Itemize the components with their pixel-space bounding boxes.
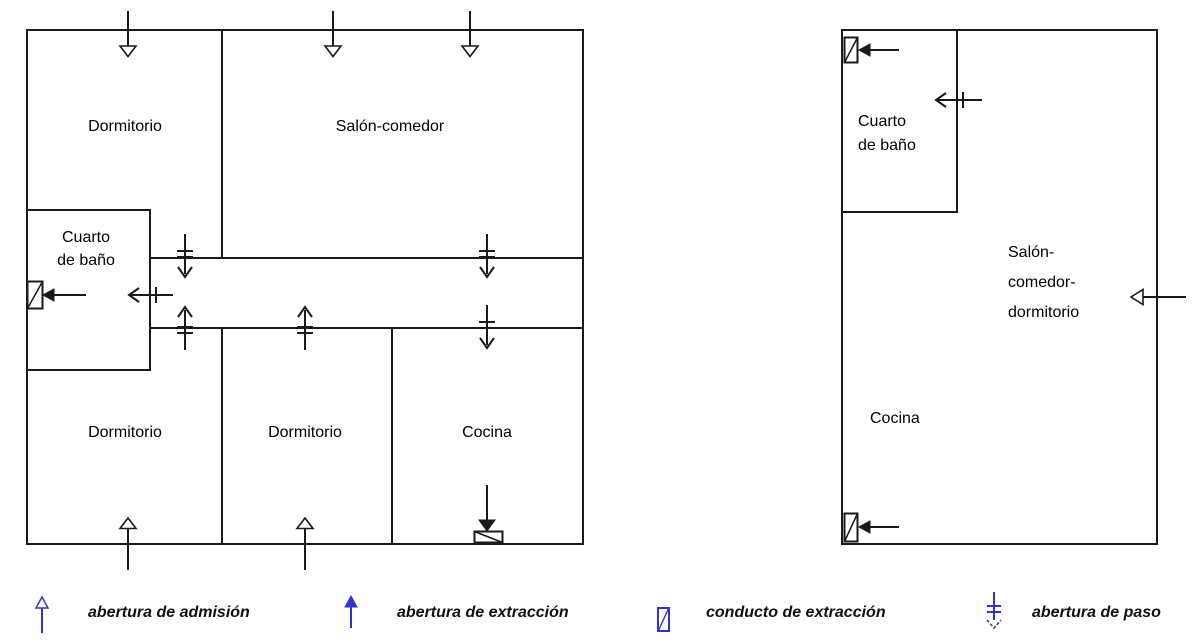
admission-opening-icon bbox=[34, 595, 50, 633]
wall-bedroom-kitchen-divider bbox=[391, 328, 393, 544]
extraction-duct-icon bbox=[843, 36, 899, 64]
extraction-duct-icon bbox=[473, 485, 504, 544]
admission-opening-arrow-down-icon bbox=[460, 11, 480, 58]
room-label-kitchen-right: Cocina bbox=[870, 410, 920, 427]
extraction-duct-icon bbox=[843, 512, 899, 543]
wall-bathroom-bottom bbox=[841, 211, 958, 213]
room-label-bedroom-top-left: Dormitorio bbox=[88, 118, 162, 135]
room-label-living-line2: comedor- bbox=[1008, 274, 1076, 291]
room-label-living-line1: Salón- bbox=[1008, 244, 1055, 261]
wall-corridor-bottom bbox=[149, 327, 583, 329]
room-label-bathroom-left-line2: de baño bbox=[57, 252, 115, 269]
wall-outer-box bbox=[841, 29, 1158, 545]
extraction-opening-icon bbox=[344, 594, 358, 628]
admission-opening-arrow-up-icon bbox=[118, 516, 138, 570]
passage-opening-arrow-left-icon bbox=[934, 92, 982, 108]
room-label-bathroom-right-line2: de baño bbox=[858, 137, 916, 154]
wall-top bbox=[27, 29, 584, 31]
passage-opening-arrow-down-icon bbox=[479, 234, 495, 279]
legend-label-duct: conducto de extracción bbox=[706, 604, 886, 621]
room-label-living-dining: Salón-comedor bbox=[335, 118, 445, 135]
passage-opening-arrow-up-icon bbox=[177, 305, 193, 350]
admission-opening-arrow-up-icon bbox=[295, 516, 315, 570]
passage-opening-arrow-down-icon bbox=[177, 234, 193, 279]
admission-opening-arrow-down-icon bbox=[118, 11, 138, 58]
extraction-duct-icon bbox=[26, 280, 86, 310]
passage-opening-arrow-left-icon bbox=[127, 287, 173, 303]
admission-opening-arrow-down-icon bbox=[323, 11, 343, 58]
room-label-bedroom-bottom-middle: Dormitorio bbox=[268, 424, 342, 441]
room-label-bathroom-left: Cuarto de baño bbox=[57, 226, 115, 272]
room-label-living-dining-bedroom: Salón- comedor- dormitorio bbox=[1008, 238, 1079, 328]
wall-bedroom-living-divider bbox=[221, 29, 223, 259]
wall-corridor-top bbox=[149, 257, 583, 259]
room-label-bathroom-left-line1: Cuarto bbox=[61, 229, 111, 246]
passage-opening-arrow-up-icon bbox=[297, 305, 313, 350]
legend-label-admission: abertura de admisión bbox=[88, 604, 250, 621]
legend-label-passage: abertura de paso bbox=[1032, 604, 1161, 621]
passage-opening-icon bbox=[986, 592, 1002, 630]
room-label-kitchen-left: Cocina bbox=[462, 424, 512, 441]
room-label-bathroom-right: Cuarto de baño bbox=[858, 110, 916, 158]
legend-label-extraction: abertura de extracción bbox=[397, 604, 569, 621]
extraction-duct-icon bbox=[657, 607, 670, 632]
room-label-living-line3: dormitorio bbox=[1008, 304, 1080, 321]
room-label-bathroom-right-line1: Cuarto bbox=[858, 113, 907, 130]
wall-bathroom-right bbox=[956, 29, 958, 213]
room-label-bedroom-bottom-left: Dormitorio bbox=[88, 424, 162, 441]
admission-opening-arrow-left-icon bbox=[1129, 288, 1186, 306]
wall-bedrooms-divider bbox=[221, 328, 223, 544]
wall-right bbox=[582, 29, 584, 545]
passage-opening-arrow-down-icon bbox=[479, 305, 495, 350]
